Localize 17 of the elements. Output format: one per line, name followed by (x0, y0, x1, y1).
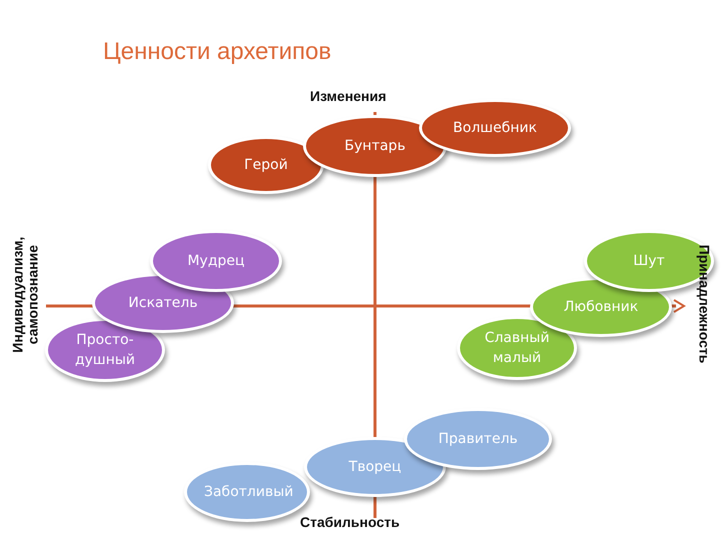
archetype-name: Заботливый (204, 482, 290, 502)
archetype-name: Искатель (127, 294, 199, 313)
archetype-name: Герой (243, 156, 289, 175)
archetype-name: Мудрец (186, 252, 246, 271)
archetype-name: Волшебник (452, 118, 538, 138)
archetype-name: Шут (632, 252, 666, 271)
archetype-name: Просто- душный (74, 330, 136, 370)
axis-label: Принадлежность (696, 244, 712, 364)
axis-label: Изменения (310, 88, 386, 104)
axis-label: Стабильность (300, 514, 400, 530)
axis-label: Индивидуализм, самопознание (10, 236, 40, 355)
archetype-name: Бунтарь (344, 136, 406, 156)
archetype-name: Славный малый (484, 328, 550, 368)
slide-title: Ценности архетипов (103, 38, 332, 66)
archetype-name: Творец (348, 458, 402, 477)
archetype-name: Правитель (437, 430, 519, 449)
archetype-name: Любовник (562, 298, 640, 317)
